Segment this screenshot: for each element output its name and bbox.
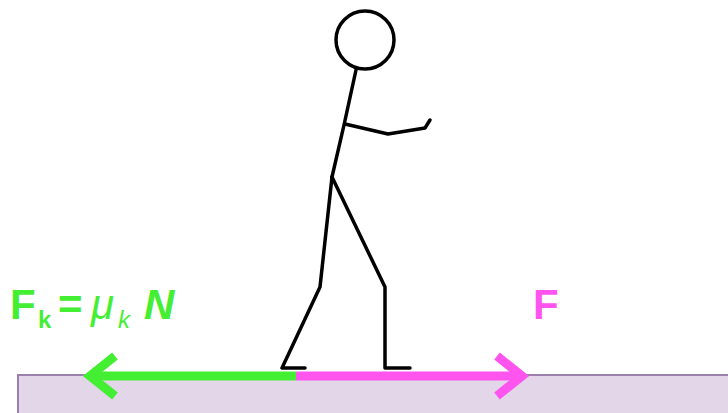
figure-head	[336, 11, 394, 69]
figure-back-leg	[282, 177, 332, 368]
equals-sign: =	[58, 284, 83, 326]
force-symbol: F	[10, 284, 36, 326]
friction-arrow-head	[90, 356, 115, 396]
friction-arrow-shaft	[92, 372, 296, 381]
force-symbol: F	[533, 284, 559, 326]
figure-front-leg	[332, 177, 410, 368]
applied-force-arrow-head	[497, 356, 522, 396]
normal-force-symbol: N	[144, 284, 174, 326]
coefficient-symbol: μ	[91, 284, 114, 326]
applied-force-arrow-shaft	[296, 372, 520, 381]
applied-force-arrow	[296, 356, 522, 396]
figure-arm	[345, 120, 430, 134]
stick-figure	[282, 11, 430, 368]
subscript: k	[38, 308, 51, 332]
subscript: k	[118, 308, 130, 332]
friction-arrow	[90, 356, 296, 396]
ground-surface	[18, 375, 728, 413]
